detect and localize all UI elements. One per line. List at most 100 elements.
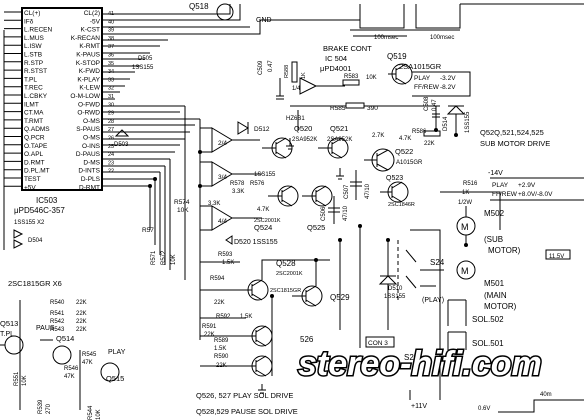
ic-right-pin-16: O-INS <box>82 143 101 150</box>
note-pause-sol: Q528,529 PAUSE SOL DRIVE <box>196 407 298 416</box>
c509-value: 0.47 <box>268 60 274 72</box>
timing-label-1: 100msec <box>374 35 398 41</box>
r571-label: R571 <box>151 250 157 265</box>
r589-value: 1.5K <box>214 346 226 352</box>
ic503-name: IC503 <box>36 196 58 205</box>
q520: Q520 2SA952K <box>262 124 317 159</box>
play2-label: PLAY <box>492 182 509 189</box>
c507-value: 47/10 <box>365 183 371 199</box>
voltage-box-top: PLAY -3.2V FF/REW -8.2V <box>412 71 471 97</box>
q521-part: 2SA952K <box>327 137 352 143</box>
paus-label: PAUS <box>36 325 55 332</box>
ic-left-pin-15: Q.PCR <box>24 135 45 142</box>
gate-1-4: 1/4 <box>292 86 301 92</box>
ffrew-voltage: -8.2V <box>440 84 456 91</box>
r540-label: R540 <box>50 300 65 306</box>
r-47k-mid: 4.7K <box>257 207 269 213</box>
timing-label-2: 100msec <box>430 35 454 41</box>
q525: Q525 <box>302 185 333 232</box>
c509-label: C509 <box>258 60 264 75</box>
c506-value: 47/10 <box>343 205 349 221</box>
ic504-part: μPD4001 <box>320 64 351 73</box>
q518: Q518 <box>189 2 234 21</box>
sol-drive-resistors: R593 1.5K R594 22K R592 1.5K R591 22K R5… <box>200 252 252 369</box>
q515-label: Q515 <box>106 374 124 383</box>
q525-label: Q525 <box>307 223 325 232</box>
bottom-left-labels: 2SC1815GR X6 R540 22K R541 22K R542 22K … <box>0 220 126 420</box>
ffrew-label: FF/REW <box>414 84 440 91</box>
t-pl-label: T.PL <box>0 331 14 338</box>
d504-part: 1SS155 X2 <box>14 220 45 226</box>
mid-labels: R578 3.3K R576 1SS155 3.3K 4.7K 2SC2001K… <box>114 56 281 265</box>
sol501-label: SOL.501 <box>472 339 504 348</box>
q518-label: Q518 <box>189 2 209 11</box>
sol-drive-wires <box>261 259 330 376</box>
q522: Q522 A1015GR <box>364 147 423 172</box>
q524-part: 2SC2001K <box>254 218 281 224</box>
ic-right-pin-number-17: 24 <box>108 152 114 158</box>
ic-right-pin-number-1: 40 <box>108 19 114 25</box>
ic-right-pin-8: K-PLAY <box>77 76 100 83</box>
r546-value: 47K <box>64 374 75 380</box>
r546-label: R546 <box>64 366 79 372</box>
d505-label: D505 <box>138 56 153 62</box>
q524-label: Q524 <box>254 223 272 232</box>
neg14v-label: -14V <box>488 170 503 177</box>
junction-dots <box>148 128 468 298</box>
ic-right-pin-2: K-CST <box>81 27 101 34</box>
ic-left-pin-13: T.RMT <box>24 118 43 125</box>
ic-right-pin-number-9: 32 <box>108 86 114 92</box>
ic-left-pin-14: Q.ADMS <box>24 126 50 133</box>
ic-left-pin-5: L.STB <box>24 52 42 59</box>
v06-label: 0.6V <box>478 406 490 412</box>
v40-label: 40m <box>540 392 552 398</box>
d512-label: D512 <box>254 126 270 133</box>
m501-label: M501 <box>484 279 505 288</box>
ic-right-pin-number-2: 39 <box>108 28 114 34</box>
q519-label: Q519 <box>387 52 407 61</box>
c506: C506 47/10 <box>321 196 349 224</box>
ic504-name: IC 504 <box>325 54 347 63</box>
ic-right-pin-17: D-PAUS <box>76 151 101 158</box>
ic-right-pin-10: O-M-LOW <box>70 93 100 100</box>
r544-label: R544 <box>88 405 94 420</box>
ic-left-pin-20: TEST <box>24 176 41 183</box>
q529: Q529 2SC1815GR <box>270 285 350 307</box>
r576-label: R576 <box>250 181 265 187</box>
ic-right-pin-18: D-MS <box>83 159 100 166</box>
r586: R586 22K <box>412 129 441 147</box>
hz6b1-label: HZ6B1 <box>286 116 305 122</box>
ic-right-pin-11: O-FWD <box>78 101 100 108</box>
r572-label: R572 <box>161 250 167 265</box>
ic-right-pin-21: D-RMT <box>79 184 100 191</box>
d510-label: D510 <box>388 286 403 292</box>
ic-left-pin-9: T.REC <box>24 85 43 92</box>
ic-right-pin-number-3: 38 <box>108 36 114 42</box>
q526: 526 <box>240 325 314 347</box>
r583: R583 10K <box>342 74 377 86</box>
r651-label: R516 <box>463 181 478 187</box>
d514: D514 1SS155 <box>443 105 471 135</box>
r551-value: 10K <box>22 375 28 386</box>
gate-3-4: 3/4 <box>211 161 233 187</box>
r540-value: 22K <box>76 300 87 306</box>
s25-label: S25 <box>404 353 419 362</box>
ic-left-pin-6: R.STP <box>24 60 43 67</box>
r544-value: 10K <box>96 409 102 420</box>
d514-label: D514 <box>443 116 449 131</box>
ic-right-pin-9: K-LEW <box>79 85 100 92</box>
ic-right-pin-3: K-RECAN <box>71 35 101 42</box>
ic-left-pin-18: D.RMT <box>24 159 45 166</box>
r539-value: 270 <box>46 403 52 414</box>
q514-label: Q514 <box>56 334 74 343</box>
q523: Q523 2SC1846R <box>380 175 415 208</box>
r541-label: R541 <box>50 311 65 317</box>
c508: C508 0.47 <box>424 96 440 130</box>
q520-label: Q520 <box>294 124 312 133</box>
r-1k-label: 1K <box>301 72 307 79</box>
r592-label: R592 <box>216 314 231 320</box>
r593-value: 1.5K <box>222 260 234 266</box>
r651-value: 1K <box>462 190 469 196</box>
